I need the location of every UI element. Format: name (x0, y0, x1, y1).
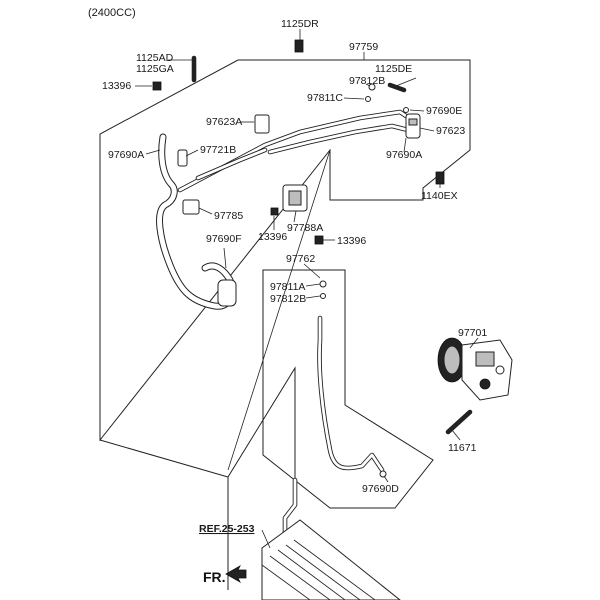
callout-97812B-lower: 97812B (270, 293, 306, 305)
lower-assembly-frame (262, 269, 434, 509)
oring-97811A (319, 280, 327, 288)
callout-1125DR: 1125DR (281, 18, 319, 30)
callout-97811A: 97811A (270, 281, 305, 293)
callout-97690D: 97690D (362, 483, 399, 495)
callout-97701: 97701 (458, 327, 487, 339)
condenser-guide-mid (227, 366, 296, 500)
callout-97690A-right: 97690A (386, 149, 422, 161)
condenser (261, 519, 401, 600)
callout-97812B-top: 97812B (349, 75, 385, 87)
compressor-97701 (437, 337, 513, 401)
nut-13396-mid (270, 207, 279, 216)
callout-97721B: 97721B (200, 144, 236, 156)
callout-97762: 97762 (286, 253, 315, 265)
callout-1125DE: 1125DE (375, 63, 412, 75)
bracket-97788A (282, 184, 308, 212)
front-arrow-icon (225, 564, 247, 584)
callout-97623A: 97623A (206, 116, 242, 128)
callout-labels: 1125DR 97759 1125AD 1125GA 1125DE 13396 … (102, 18, 487, 495)
upper-assembly-frame (99, 59, 471, 442)
oring-97690E (403, 107, 409, 113)
nut-13396-lower (314, 235, 324, 245)
reference-link[interactable]: REF.25-253 (199, 523, 255, 535)
bracket-97623A (254, 114, 270, 134)
oring-97811C (365, 96, 371, 102)
callout-1140EX: 1140EX (421, 190, 458, 202)
bracket-97623 (405, 113, 421, 139)
callout-97785: 97785 (214, 210, 243, 222)
callout-97788A: 97788A (287, 222, 323, 234)
callout-97759: 97759 (349, 41, 378, 53)
callout-97811C: 97811C (307, 92, 343, 104)
callout-13396-lower: 13396 (337, 235, 366, 247)
callout-11671: 11671 (448, 442, 477, 454)
nut-13396-top (152, 81, 162, 91)
upper-pipe-assembly (177, 109, 415, 193)
clamp-97785 (182, 199, 200, 215)
oring-97690D (379, 470, 387, 478)
callout-13396-mid: 13396 (258, 231, 287, 243)
callout-97690F: 97690F (206, 233, 242, 245)
muffler-97690F (201, 262, 237, 307)
front-direction-label: FR. (203, 569, 226, 585)
callout-97623: 97623 (436, 125, 465, 137)
suction-hose-97690A (156, 133, 233, 310)
oring-97812B-lower (320, 293, 326, 299)
callout-97690A-left: 97690A (108, 149, 144, 161)
bolt-11671 (445, 409, 473, 435)
callout-97690E: 97690E (426, 105, 462, 117)
clamp-97721B (177, 149, 188, 167)
bolt-1125DE (387, 82, 407, 93)
bolt-1140EX (435, 171, 445, 185)
discharge-pipe-97762 (317, 315, 385, 473)
oring-97812B (368, 83, 376, 91)
callout-13396-top: 13396 (102, 80, 131, 92)
condenser-guide-left (99, 439, 229, 590)
guide-line (227, 149, 331, 471)
bolt-1125DR (294, 39, 304, 53)
callout-1125GA: 1125GA (136, 63, 174, 75)
engine-variant-label: (2400CC) (88, 7, 136, 19)
leader-lines (135, 29, 479, 549)
callout-1125AD: 1125AD (136, 52, 174, 64)
